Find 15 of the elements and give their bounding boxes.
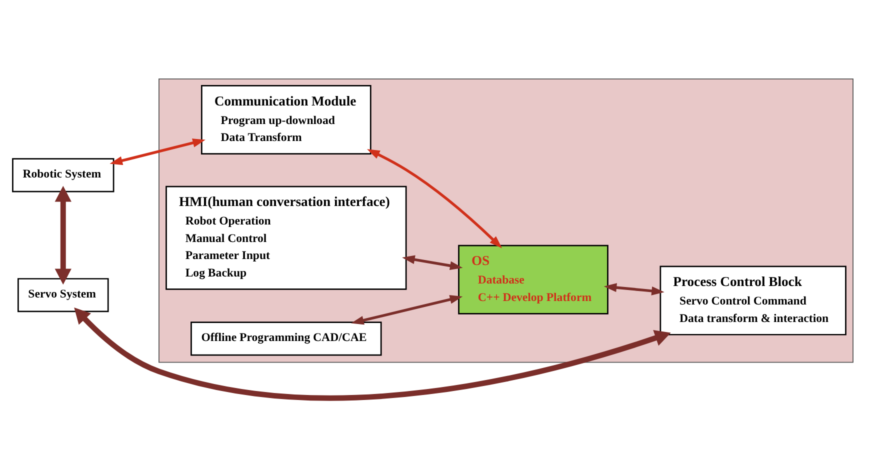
node-box: HMI(human conversation interface) Robot Operation Manual Control Parameter Input Log Backup — [166, 186, 407, 290]
arrow — [604, 283, 664, 296]
node-box: Servo System — [17, 278, 109, 312]
node-box: Offline Programming CAD/CAE — [190, 322, 382, 356]
arrow — [351, 295, 463, 325]
arrow — [54, 186, 72, 285]
arrow — [110, 138, 206, 165]
node-box: OS Database C++ Develop Platform — [458, 244, 608, 314]
arrow — [402, 255, 463, 270]
node-box: Robotic System — [12, 158, 114, 192]
arrow — [74, 307, 671, 401]
node-box: Process Control Block Servo Control Command Data transform & interaction — [660, 266, 846, 336]
node-box: Communication Module Program up-download Data Transform — [201, 85, 372, 155]
arrow — [366, 149, 502, 248]
cluster — [158, 78, 854, 363]
